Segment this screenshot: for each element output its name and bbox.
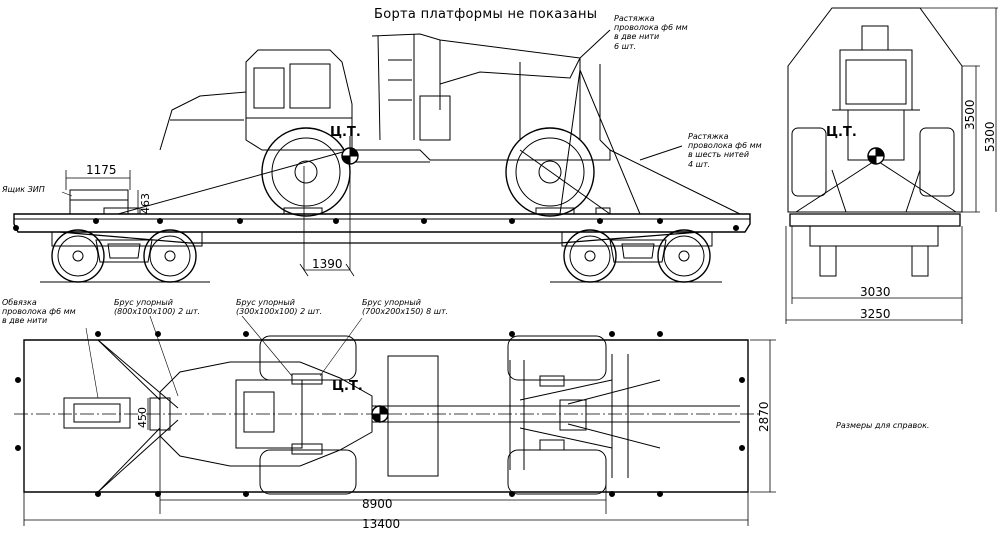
platform-top [24,340,748,492]
annotation-bar-2: Брус упорный (300х100х100) 2 шт. [236,298,323,317]
support-bars-side [104,208,610,214]
dim-450: 450 [136,407,149,428]
dims-side [66,166,354,276]
dim-2870: 2870 [757,401,771,432]
annotation-strap-6: Растяжка проволока ф6 мм в шесть нитей 4… [688,132,762,169]
spares-box [70,190,128,214]
front-view [786,8,998,324]
annotation-bar-3: Брус упорный (700х200х150) 8 шт. [362,298,449,317]
dim-3500: 3500 [963,99,977,130]
bogie-right [550,230,722,282]
top-view [14,192,776,526]
dim-8900: 8900 [362,497,393,511]
dim-1390: 1390 [312,257,343,271]
bogie-left [40,230,210,282]
dim-13400: 13400 [362,517,401,531]
dim-463: 463 [139,193,152,214]
side-view [14,30,751,282]
drawing-title: Борта платформы не показаны [374,7,598,22]
annotation-strap-2: Растяжка проволока ф6 мм в две нити 6 шт… [614,14,688,51]
stake-pockets [14,219,739,231]
cg-marker-side [342,136,358,164]
note-reference: Размеры для справок. [836,421,930,430]
cg-label-side: Ц.Т. [330,125,361,140]
cg-label-top: Ц.Т. [332,379,363,394]
annotation-bar-1: Брус упорный (800х100х100) 2 шт. [114,298,201,317]
tie-wires-side [118,30,740,214]
dim-1175: 1175 [86,163,117,177]
annotation-spares-box: Ящик ЗИП [2,185,45,194]
platform-deck [14,214,750,232]
dim-5300: 5300 [983,121,997,152]
cg-label-front: Ц.Т. [826,125,857,140]
tractor-side [160,34,610,216]
annotation-tie-down: Обвязка проволока ф6 мм в две нити [2,298,76,326]
dim-3030: 3030 [860,285,891,299]
dim-3250: 3250 [860,307,891,321]
